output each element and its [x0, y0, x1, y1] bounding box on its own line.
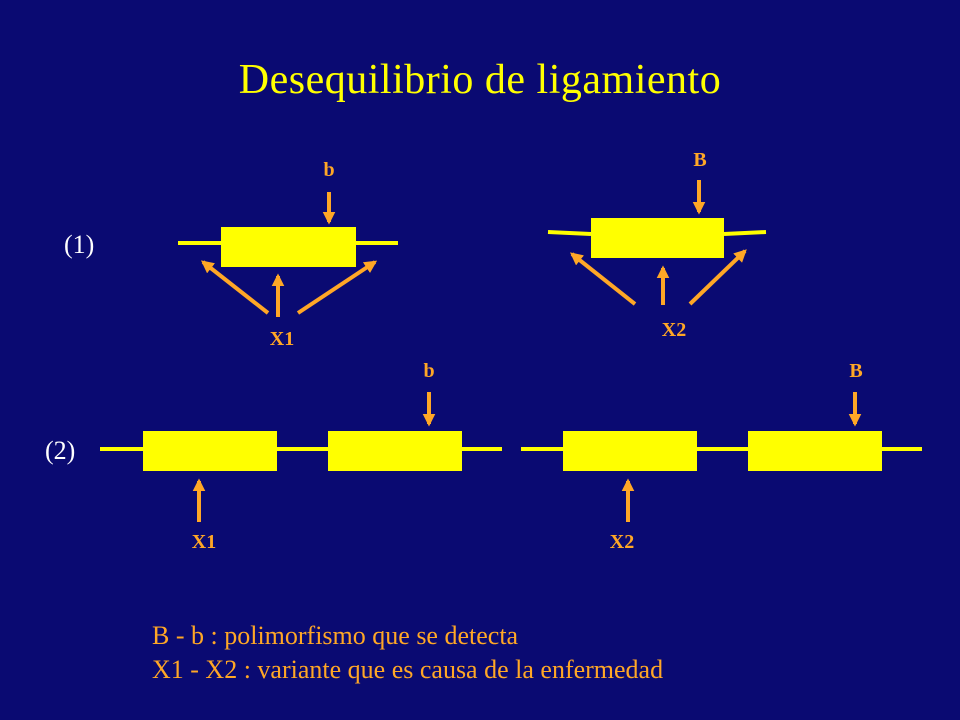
case1-right-variant-arrow-right: [688, 249, 747, 306]
case1-left-marker-label: b: [323, 159, 335, 181]
legend-line-2: X1 - X2 : variante que es causa de la en…: [152, 655, 664, 684]
case1-label: (1): [64, 230, 95, 259]
case1-left-variant-arrow-left: [200, 260, 270, 315]
case1-right-gene-box: [591, 218, 724, 258]
case2-left-variant-label: X1: [191, 531, 217, 553]
case2-left-gene-box-2: [328, 431, 462, 471]
case2-right-marker-label: B: [849, 360, 863, 382]
case1-right-variant-arrow-left: [569, 252, 637, 306]
case1-right-chromosome-line-right: [723, 230, 767, 236]
case1-right-chromosome-line-left: [547, 230, 592, 236]
case2-left-gene-box-1: [143, 431, 277, 471]
case1-right-variant-label: X2: [661, 319, 687, 341]
case1-left-variant-arrow-right: [296, 260, 378, 315]
case1-left-gene-box: [221, 227, 356, 267]
slide-title: Desequilibrio de ligamiento: [238, 57, 722, 103]
case2-right-variant-label: X2: [609, 531, 635, 553]
legend-line-1: B - b : polimorfismo que se detecta: [152, 621, 519, 650]
case2-left-marker-label: b: [423, 360, 435, 382]
case2-label: (2): [45, 436, 76, 465]
case2-right-gene-box-2: [748, 431, 882, 471]
case2-right-gene-box-1: [563, 431, 697, 471]
case1-left-variant-label: X1: [269, 328, 295, 350]
case1-right-marker-label: B: [693, 149, 707, 171]
